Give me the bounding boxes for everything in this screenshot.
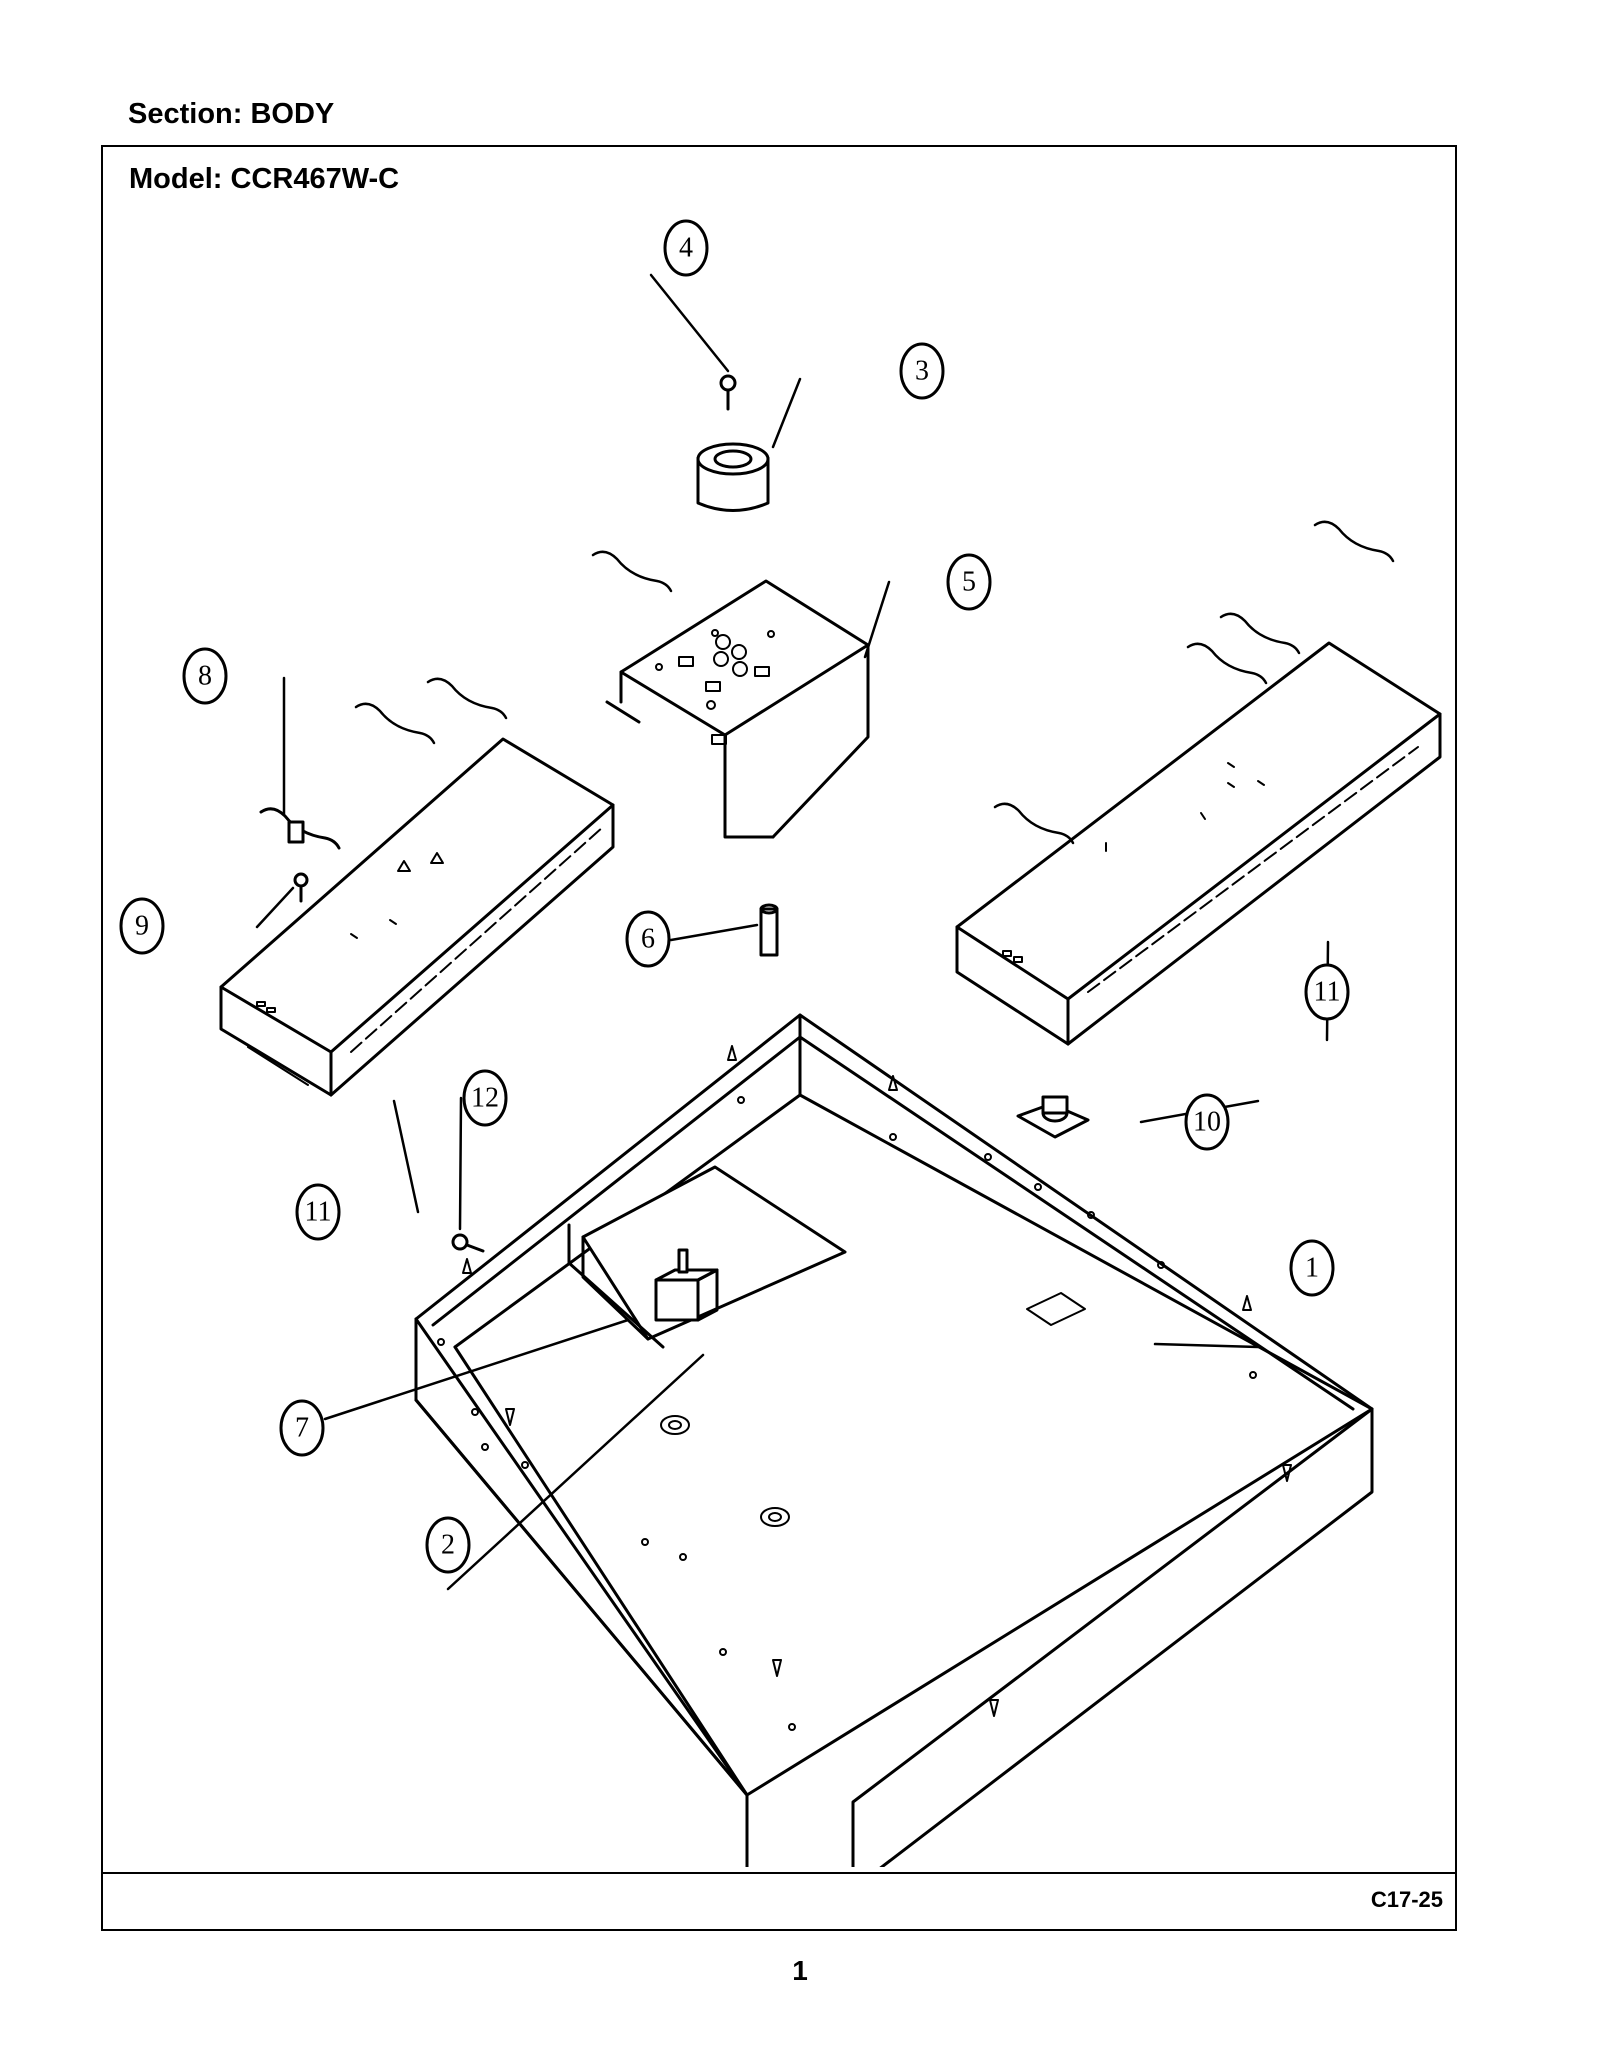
callout-5: 5 <box>962 567 976 598</box>
callout-12: 12 <box>471 1083 499 1114</box>
grommet-part <box>696 442 770 512</box>
clip-part <box>259 807 341 903</box>
control-bracket <box>605 579 870 839</box>
callout-6: 6 <box>641 924 655 955</box>
section-title: Section: BODY <box>128 98 335 130</box>
callout-1: 1 <box>1305 1253 1319 1284</box>
wire-clips <box>354 520 1395 845</box>
bolt-part <box>451 1233 485 1253</box>
end-panel-right <box>955 641 1442 1046</box>
drawing-code: C17-25 <box>1370 1887 1443 1912</box>
callout-4: 4 <box>679 233 693 264</box>
page-number: 1 <box>792 1955 808 1986</box>
body-tray <box>414 1013 1374 1867</box>
callout-2: 2 <box>441 1530 455 1561</box>
callout-8: 8 <box>198 661 212 692</box>
callout-3: 3 <box>915 356 929 387</box>
footer-divider <box>103 1872 1455 1874</box>
callout-9: 9 <box>135 911 149 942</box>
leader-lines <box>255 273 1330 1591</box>
model-title: Model: CCR467W-C <box>129 163 400 195</box>
callout-11-right: 11 <box>1314 977 1341 1008</box>
pin-part <box>759 903 779 957</box>
callout-11-left: 11 <box>305 1197 332 1228</box>
end-panel-left <box>219 737 615 1097</box>
diagram-frame: Model: CCR467W-C <box>101 145 1457 1931</box>
callout-7: 7 <box>295 1413 309 1444</box>
exploded-parts-diagram: 1 2 3 4 5 6 7 8 9 10 11 11 12 <box>119 219 1442 1867</box>
switch-part <box>654 1248 719 1322</box>
callout-10: 10 <box>1193 1107 1221 1138</box>
inner-panel <box>567 1165 847 1349</box>
thermostat-part <box>1016 1095 1090 1139</box>
screw-part <box>719 374 737 411</box>
